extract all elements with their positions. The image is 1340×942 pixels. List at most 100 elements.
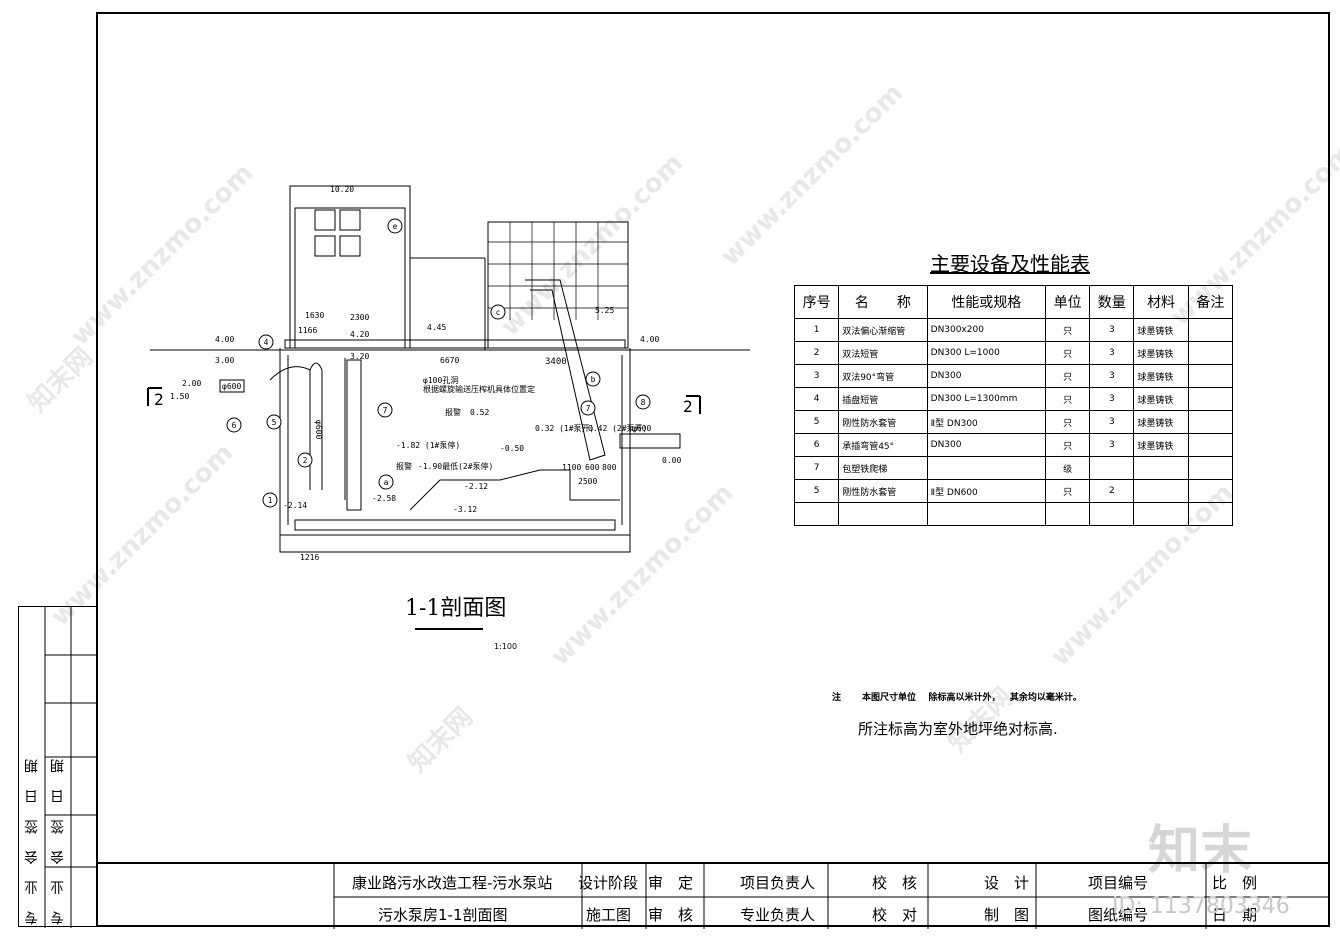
dim-top: 10.20 xyxy=(330,185,354,194)
callout-6: 6 xyxy=(232,421,237,430)
elev--2.14: -2.14 xyxy=(283,501,307,510)
table-cell-spec: DN300x200 xyxy=(926,318,1047,342)
project-number-label: 项目编号 xyxy=(1088,874,1149,892)
table-cell-qty: 3 xyxy=(1089,433,1135,457)
table-cell-unit: 只 xyxy=(1044,318,1091,342)
table-cell-no: 2 xyxy=(793,341,840,365)
table-cell-name: 双法短管 xyxy=(838,341,928,365)
table-cell-material: 球墨铸铁 xyxy=(1133,341,1189,365)
table-cell-no: 1 xyxy=(793,318,840,342)
scale-label: 比 例 xyxy=(1212,874,1258,892)
table-cell-material: 球墨铸铁 xyxy=(1133,410,1189,434)
table-cell-spec xyxy=(926,456,1047,480)
drawing-name: 污水泵房1-1剖面图 xyxy=(378,906,508,924)
table-cell-spec: DN300 L=1300mm xyxy=(926,387,1047,411)
dim-1630: 1630 xyxy=(305,311,324,320)
note-hole: φ100孔洞 xyxy=(423,375,458,385)
elev--2.58: -2.58 xyxy=(372,494,396,503)
elev-2.00: 2.00 xyxy=(182,379,201,388)
project-name: 康业路污水改造工程-污水泵站 xyxy=(352,874,553,892)
table-cell-unit xyxy=(1044,502,1091,526)
elev--1.82: -1.82 (1#泵停) xyxy=(396,440,460,450)
shenhe-label: 审 核 xyxy=(648,906,694,924)
date-label: 日 期 xyxy=(1212,906,1258,924)
table-cell-qty: 3 xyxy=(1089,387,1135,411)
table-cell-spec: DN300 L=1000 xyxy=(926,341,1047,365)
callout-4: 4 xyxy=(264,338,269,347)
callout-5: 5 xyxy=(272,418,277,427)
callout-2: 2 xyxy=(303,456,308,465)
table-cell-remark xyxy=(1187,433,1234,457)
table-cell-name xyxy=(838,502,928,526)
table-cell-qty xyxy=(1089,502,1135,526)
table-cell-material xyxy=(1133,502,1189,526)
table-header-row: 序号 名 称 性能或规格 单位 数量 材料 备注 xyxy=(793,285,1234,319)
table-cell-no: 5 xyxy=(793,479,840,503)
table-cell-unit: 只 xyxy=(1044,433,1091,457)
elev-4.00-left: 4.00 xyxy=(215,335,234,344)
table-cell-remark xyxy=(1187,364,1234,388)
elev--1.90: -1.90最低(2#泵停) xyxy=(418,461,493,471)
elev-0.00: 0.00 xyxy=(662,456,681,465)
table-cell-no: 6 xyxy=(793,433,840,457)
callout-7: 7 xyxy=(383,406,388,415)
table-cell-name: 承插弯管45° xyxy=(838,433,928,457)
col-header: 性能或规格 xyxy=(926,285,1047,319)
table-cell-remark xyxy=(1187,479,1234,503)
shending-label: 审 定 xyxy=(648,874,694,892)
table-cell-material xyxy=(1133,456,1189,480)
brand-logo: 知末 xyxy=(1148,821,1253,881)
drawing-number-label: 图纸编号 xyxy=(1088,906,1149,924)
table-cell-name: 刚性防水套管 xyxy=(838,410,928,434)
dim-800: 800 xyxy=(602,463,617,472)
table-cell-name: 包塑铁爬梯 xyxy=(838,456,928,480)
table-cell-unit: 只 xyxy=(1044,364,1091,388)
countersign-label: 专 业 会 签 日 期 xyxy=(24,752,40,925)
elev--0.50: -0.50 xyxy=(500,444,524,453)
table-cell-qty: 3 xyxy=(1089,341,1135,365)
elev-5.25: 5.25 xyxy=(595,306,614,315)
table-cell-unit: 级 xyxy=(1044,456,1091,480)
design-label: 设 计 xyxy=(984,874,1030,892)
table-cell-remark xyxy=(1187,502,1234,526)
section-drawing: 4 2 1 6 5 7 8 7 b c e a 10.20 1630 2300 … xyxy=(147,185,750,562)
table-cell-material: 球墨铸铁 xyxy=(1133,433,1189,457)
table-cell-no: 3 xyxy=(793,364,840,388)
table-cell-qty: 3 xyxy=(1089,410,1135,434)
table-cell-unit: 只 xyxy=(1044,341,1091,365)
table-cell-remark xyxy=(1187,341,1234,365)
countersign-block: 专 业 会 签 日 期 专 业 会 签 日 期 xyxy=(18,606,98,928)
stage-label: 设计阶段 xyxy=(578,874,639,892)
table-cell-no: 5 xyxy=(793,410,840,434)
note-conveyor: 根据螺旋输送压榨机具体位置定 xyxy=(423,384,535,394)
table-cell-qty xyxy=(1089,456,1135,480)
proof-label: 校 对 xyxy=(872,906,918,924)
col-header: 序号 xyxy=(793,285,840,319)
callout-8: 8 xyxy=(641,398,646,407)
note-alarm-low: 报警 xyxy=(396,461,412,471)
draft-label: 制 图 xyxy=(984,906,1030,924)
table-cell-qty: 3 xyxy=(1089,364,1135,388)
table-cell-unit: 只 xyxy=(1044,410,1091,434)
dim-6670: 6670 xyxy=(440,356,459,365)
table-cell-remark xyxy=(1187,410,1234,434)
elev--2.12: -2.12 xyxy=(464,482,488,491)
table-cell-remark xyxy=(1187,318,1234,342)
table-cell-name: 刚性防水套管 xyxy=(838,479,928,503)
table-cell-remark xyxy=(1187,456,1234,480)
note-line-2: 所注标高为室外地坪绝对标高. xyxy=(858,720,1058,738)
inlet-dia: φ600 xyxy=(632,424,651,433)
note-line-1: 本图尺寸单位 除标高以米计外， 其余均以毫米计。 xyxy=(862,693,1082,703)
table-cell-spec xyxy=(926,502,1047,526)
elev-0.32: 0.32 (1#泵开) xyxy=(535,424,594,433)
col-header: 数量 xyxy=(1089,285,1135,319)
section-title: 1-1剖面图 xyxy=(405,596,507,621)
table-cell-name: 插盘短管 xyxy=(838,387,928,411)
